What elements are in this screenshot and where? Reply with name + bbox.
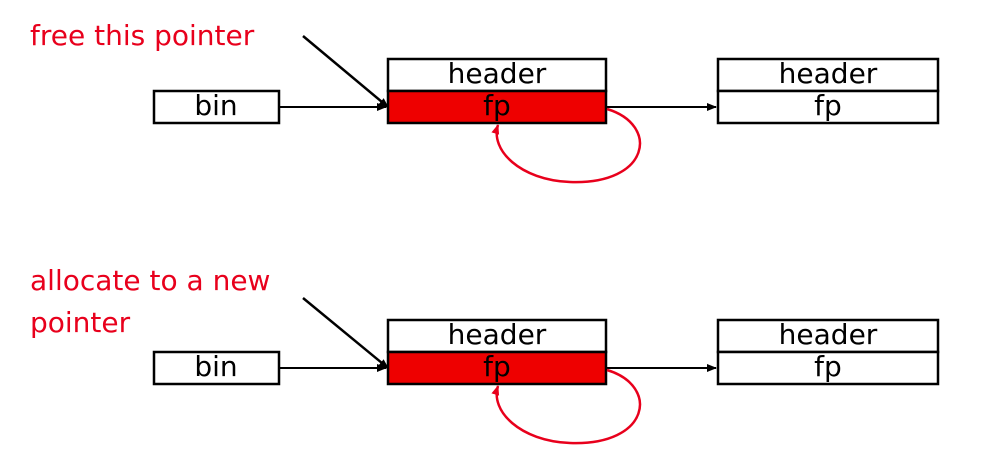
top-chunk1-fp-box [386, 89, 608, 125]
top-chunk2-header-label: header [779, 57, 878, 90]
top-bin-box [152, 89, 281, 125]
top-chunk2-fp-label: fp [814, 89, 842, 122]
bottom-chunk2-fp-label: fp [814, 350, 842, 383]
top-bin-label: bin [194, 89, 237, 122]
top-chunk2-fp-box [716, 89, 940, 125]
bottom-annotation-line-1: allocate to a new [30, 264, 270, 297]
top-chunk1-header-label: header [448, 57, 547, 90]
bottom-chunk1-header-box [386, 318, 608, 354]
bottom-bin-box [152, 350, 281, 386]
bottom-chunk2-header-label: header [779, 318, 878, 351]
bottom-panel: allocate to a new pointer bin header fp … [30, 264, 940, 445]
bottom-chunk1-fp-label: fp [483, 350, 511, 383]
top-chunk1-header-box [386, 57, 608, 93]
bottom-annotation-arrow [302, 297, 389, 369]
top-self-loop-arrow [491, 107, 642, 184]
top-annotation-arrow [302, 35, 389, 108]
top-chunk1-fp-label: fp [483, 89, 511, 122]
top-panel: free this pointer bin header fp header f… [30, 19, 940, 184]
bottom-chunk2-fp-box [716, 350, 940, 386]
top-annotation-line-1: free this pointer [30, 19, 255, 52]
top-chunk2-header-box [716, 57, 940, 93]
bottom-chunk1-header-label: header [448, 318, 547, 351]
bottom-bin-label: bin [194, 350, 237, 383]
bottom-annotation-line-2: pointer [30, 306, 131, 339]
bottom-self-loop-arrow [491, 368, 642, 445]
bottom-chunk2-header-box [716, 318, 940, 354]
